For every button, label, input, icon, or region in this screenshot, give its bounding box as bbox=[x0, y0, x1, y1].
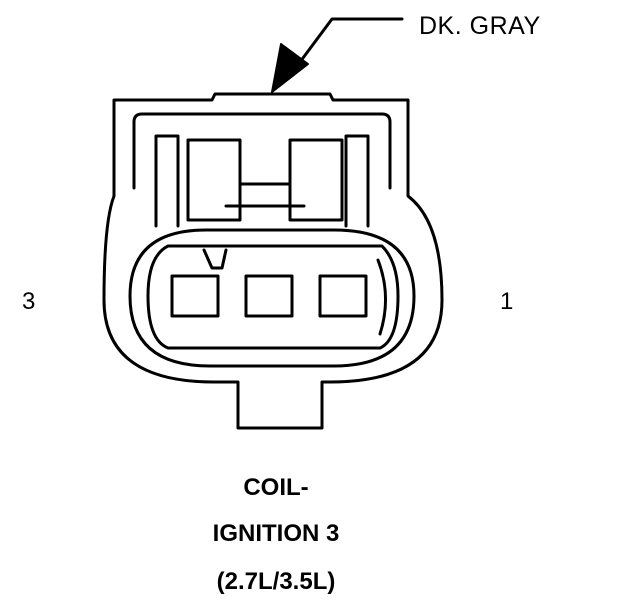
latch-inner-left bbox=[154, 134, 180, 228]
latch-inner-right bbox=[344, 134, 370, 228]
latch-outline bbox=[132, 112, 392, 190]
pin-cavity-2 bbox=[244, 274, 294, 318]
pin-number-right: 1 bbox=[500, 288, 514, 315]
inner-ring bbox=[128, 228, 416, 368]
caption-line-3: (2.7L/3.5L) bbox=[216, 568, 336, 595]
pin-cavity-3 bbox=[170, 274, 220, 318]
cavity-right-notch bbox=[376, 258, 388, 336]
caption-line-1: COIL- bbox=[243, 474, 309, 501]
pin-cavity-1 bbox=[318, 274, 368, 318]
latch-tab-right bbox=[288, 138, 344, 222]
pin-number-left: 3 bbox=[22, 288, 36, 315]
leader-line bbox=[298, 17, 404, 64]
latch-tab-left bbox=[186, 138, 242, 222]
leader-arrowhead bbox=[271, 43, 309, 93]
cavity-key bbox=[202, 248, 228, 270]
wire-color-label: DK. GRAY bbox=[419, 12, 541, 40]
cavity-frame bbox=[146, 244, 400, 350]
caption-line-2: IGNITION 3 bbox=[212, 520, 340, 547]
housing-outline bbox=[102, 92, 444, 430]
